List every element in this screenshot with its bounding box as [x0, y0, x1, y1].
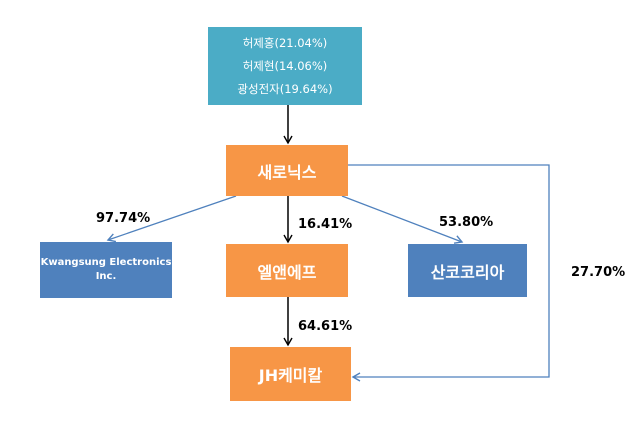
- pct-saeronix-to-sanco: 53.80%: [439, 215, 494, 230]
- sanco-korea-label: 산코코리아: [430, 262, 505, 282]
- shareholder-line-1: 허제홍(21.04%): [242, 35, 328, 50]
- saeronix-box: 새로닉스: [226, 145, 348, 196]
- jh-chemical-box: JH케미칼: [230, 347, 351, 401]
- kwangsung-box: Kwangsung Electronics Inc.: [40, 242, 172, 298]
- elaenef-label: 엘앤에프: [257, 262, 317, 282]
- pct-saeronix-to-elaenef: 16.41%: [298, 217, 353, 232]
- pct-saeronix-to-jh: 27.70%: [571, 265, 626, 280]
- shareholder-line-3: 광성전자(19.64%): [237, 82, 333, 97]
- pct-elaenef-to-jh: 64.61%: [298, 319, 353, 334]
- jh-chemical-label: JH케미칼: [258, 366, 323, 385]
- shareholder-line-2: 허제현(14.06%): [242, 58, 328, 73]
- arrow-saeronix-to-kwangsung: [106, 195, 237, 243]
- elaenef-box: 엘앤에프: [226, 244, 348, 297]
- kwangsung-label: Kwangsung Electronics Inc.: [40, 257, 172, 282]
- arrow-saeronix-to-sanco: [341, 195, 464, 244]
- shareholders-box: 허제홍(21.04%) 허제현(14.06%) 광성전자(19.64%): [208, 27, 362, 105]
- pct-saeronix-to-kwangsung: 97.74%: [96, 211, 151, 226]
- saeronix-label: 새로닉스: [257, 162, 317, 182]
- arrow-saeronix-to-jh-loop: [348, 164, 550, 382]
- sanco-korea-box: 산코코리아: [408, 244, 527, 297]
